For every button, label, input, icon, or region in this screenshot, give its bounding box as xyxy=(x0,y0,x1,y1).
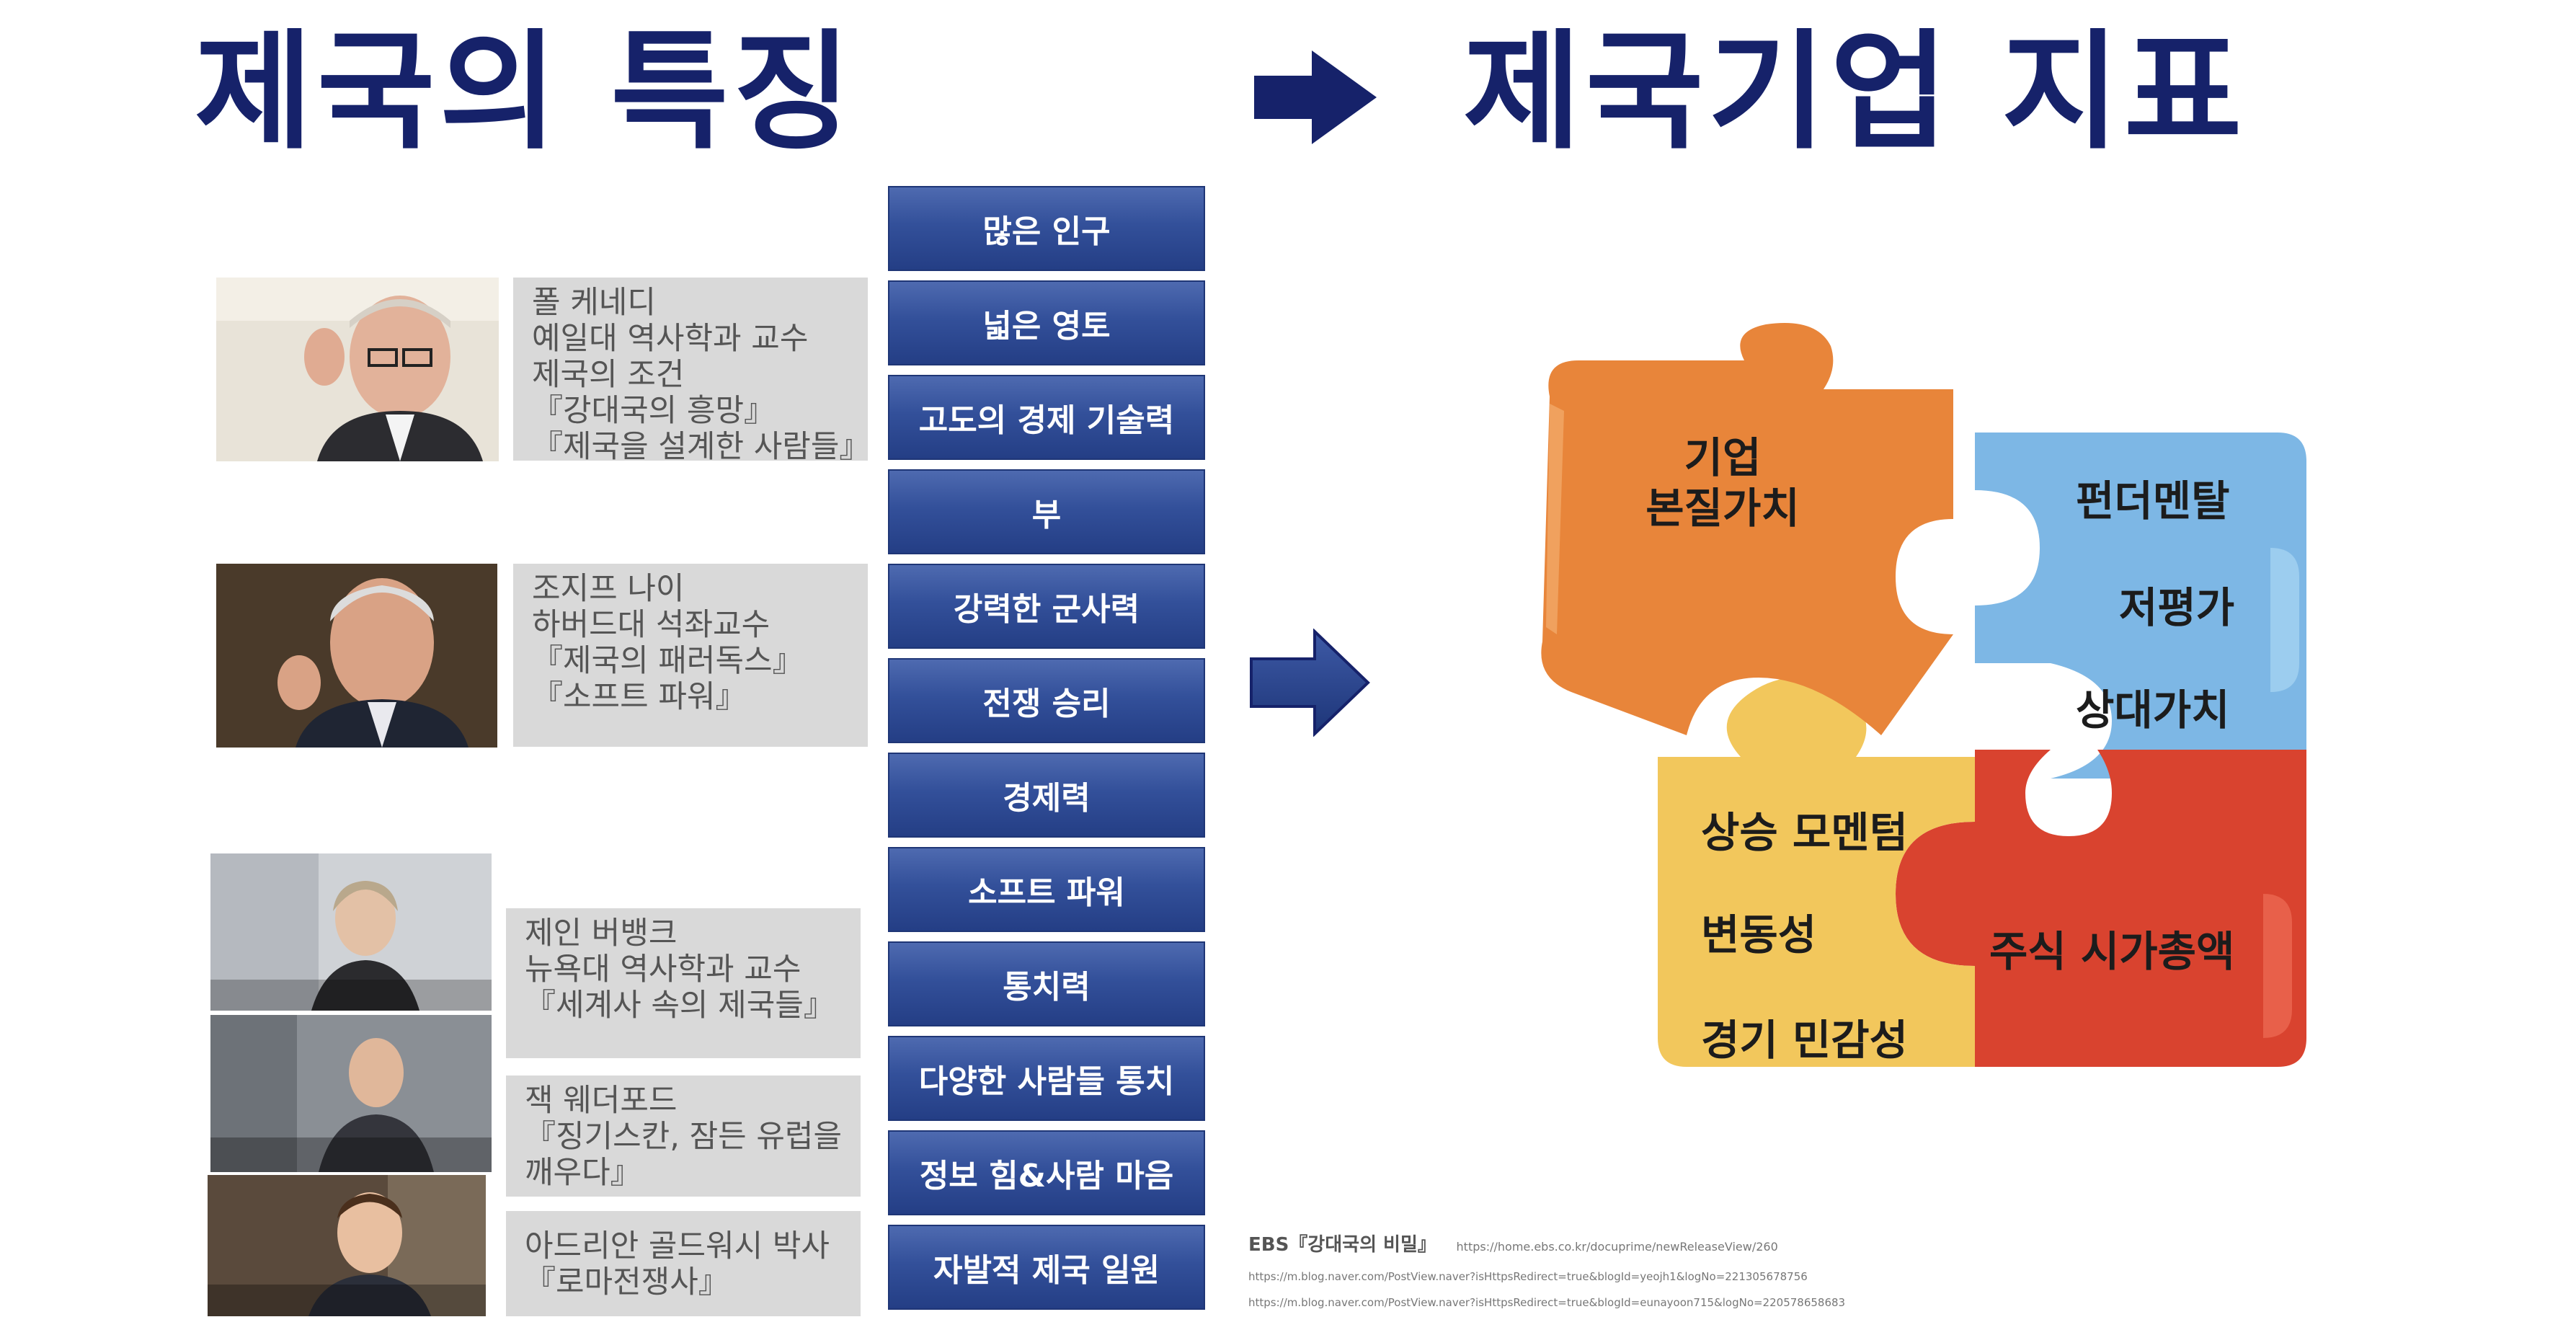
bio-line: 깨우다』 xyxy=(525,1155,641,1191)
feature-box: 부 xyxy=(888,469,1205,554)
bio-line: 『제국을 설계한 사람들』 xyxy=(532,429,871,465)
bio-line: 뉴욕대 역사학과 교수 xyxy=(525,952,801,988)
puzzle-piece-yellow xyxy=(1658,678,1975,1067)
bio-line: 하버드대 석좌교수 xyxy=(532,607,770,643)
puzzle-label-yellow-2: 변동성 xyxy=(1701,910,1817,959)
source-url[interactable]: https://home.ebs.co.kr/docuprime/newRele… xyxy=(1456,1240,1778,1254)
still-adrian-goldsworthy xyxy=(208,1175,486,1316)
bio-line: 조지프 나이 xyxy=(532,571,685,607)
right-block-arrow-icon xyxy=(1250,629,1370,737)
puzzle-graphic xyxy=(1541,323,2306,1067)
feature-box: 전쟁 승리 xyxy=(888,658,1205,743)
feature-box: 소프트 파워 xyxy=(888,847,1205,932)
puzzle-text: 본질가치 xyxy=(1645,484,1800,533)
puzzle-label-orange: 기업 본질가치 xyxy=(1615,433,1831,533)
bio-line: 제국의 조건 xyxy=(532,357,685,393)
puzzle-piece-red xyxy=(1896,750,2306,1067)
bio-line: 아드리안 골드워시 박사 xyxy=(525,1228,830,1264)
feature-box: 정보 힘&사람 마음 xyxy=(888,1130,1205,1215)
puzzle-piece-blue xyxy=(1975,433,2306,779)
puzzle-label-yellow-3: 경기 민감성 xyxy=(1701,1016,1908,1065)
bio-line: 『강대국의 흥망』 xyxy=(532,393,776,429)
feature-box: 자발적 제국 일원 xyxy=(888,1225,1205,1310)
bio-jack-weatherford: 잭 웨더포드 『징기스칸, 잠든 유럽을 깨우다』 xyxy=(506,1075,861,1197)
puzzle-label-blue-3: 상대가치 xyxy=(2076,686,2230,735)
feature-box: 강력한 군사력 xyxy=(888,564,1205,649)
portrait-paul-kennedy xyxy=(216,278,499,461)
bio-line: 예일대 역사학과 교수 xyxy=(532,321,809,357)
feature-box: 통치력 xyxy=(888,941,1205,1026)
portrait-joseph-nye xyxy=(216,564,497,748)
feature-box: 경제력 xyxy=(888,753,1205,838)
bio-adrian-goldsworthy: 아드리안 골드워시 박사 『로마전쟁사』 xyxy=(506,1211,861,1316)
bio-line: 잭 웨더포드 xyxy=(525,1083,678,1119)
bio-joseph-nye: 조지프 나이 하버드대 석좌교수 『제국의 패러독스』 『소프트 파워』 xyxy=(513,564,868,747)
left-title: 제국의 특징 xyxy=(195,17,856,167)
feature-box: 다양한 사람들 통치 xyxy=(888,1036,1205,1121)
bio-line: 폴 케네디 xyxy=(532,285,656,321)
still-jack-weatherford xyxy=(210,1015,492,1172)
bio-line: 『로마전쟁사』 xyxy=(525,1264,729,1300)
source-title: EBS『강대국의 비밀』 xyxy=(1248,1234,1436,1256)
bio-paul-kennedy: 폴 케네디 예일대 역사학과 교수 제국의 조건 『강대국의 흥망』 『제국을 … xyxy=(513,278,870,465)
source-url[interactable]: https://m.blog.naver.com/PostView.naver?… xyxy=(1248,1296,1846,1309)
bio-line: 제인 버뱅크 xyxy=(525,915,678,952)
feature-box: 고도의 경제 기술력 xyxy=(888,375,1205,460)
bio-jane-burbank: 제인 버뱅크 뉴욕대 역사학과 교수 『세계사 속의 제국들』 xyxy=(506,908,861,1058)
puzzle-label-red: 주식 시가총액 xyxy=(1989,927,2235,976)
puzzle-label-yellow-1: 상승 모멘텀 xyxy=(1701,808,1908,857)
right-arrow-icon xyxy=(1254,50,1377,144)
still-jane-burbank xyxy=(210,853,492,1011)
source-url[interactable]: https://m.blog.naver.com/PostView.naver?… xyxy=(1248,1270,1808,1283)
feature-box: 많은 인구 xyxy=(888,186,1205,271)
feature-box: 넓은 영토 xyxy=(888,280,1205,365)
puzzle-label-blue-2: 저평가 xyxy=(2119,583,2235,632)
right-title: 제국기업 지표 xyxy=(1463,17,2247,167)
bio-line: 『세계사 속의 제국들』 xyxy=(525,988,835,1024)
puzzle-text: 기업 xyxy=(1684,433,1762,482)
puzzle-label-blue-1: 펀더멘탈 xyxy=(2076,476,2230,525)
bio-line: 『제국의 패러독스』 xyxy=(532,643,804,679)
source-main: EBS『강대국의 비밀』 https://home.ebs.co.kr/docu… xyxy=(1248,1230,1778,1256)
bio-line: 『징기스칸, 잠든 유럽을 xyxy=(525,1119,843,1155)
puzzle-piece-orange xyxy=(1541,323,1953,735)
bio-line: 『소프트 파워』 xyxy=(532,679,747,715)
